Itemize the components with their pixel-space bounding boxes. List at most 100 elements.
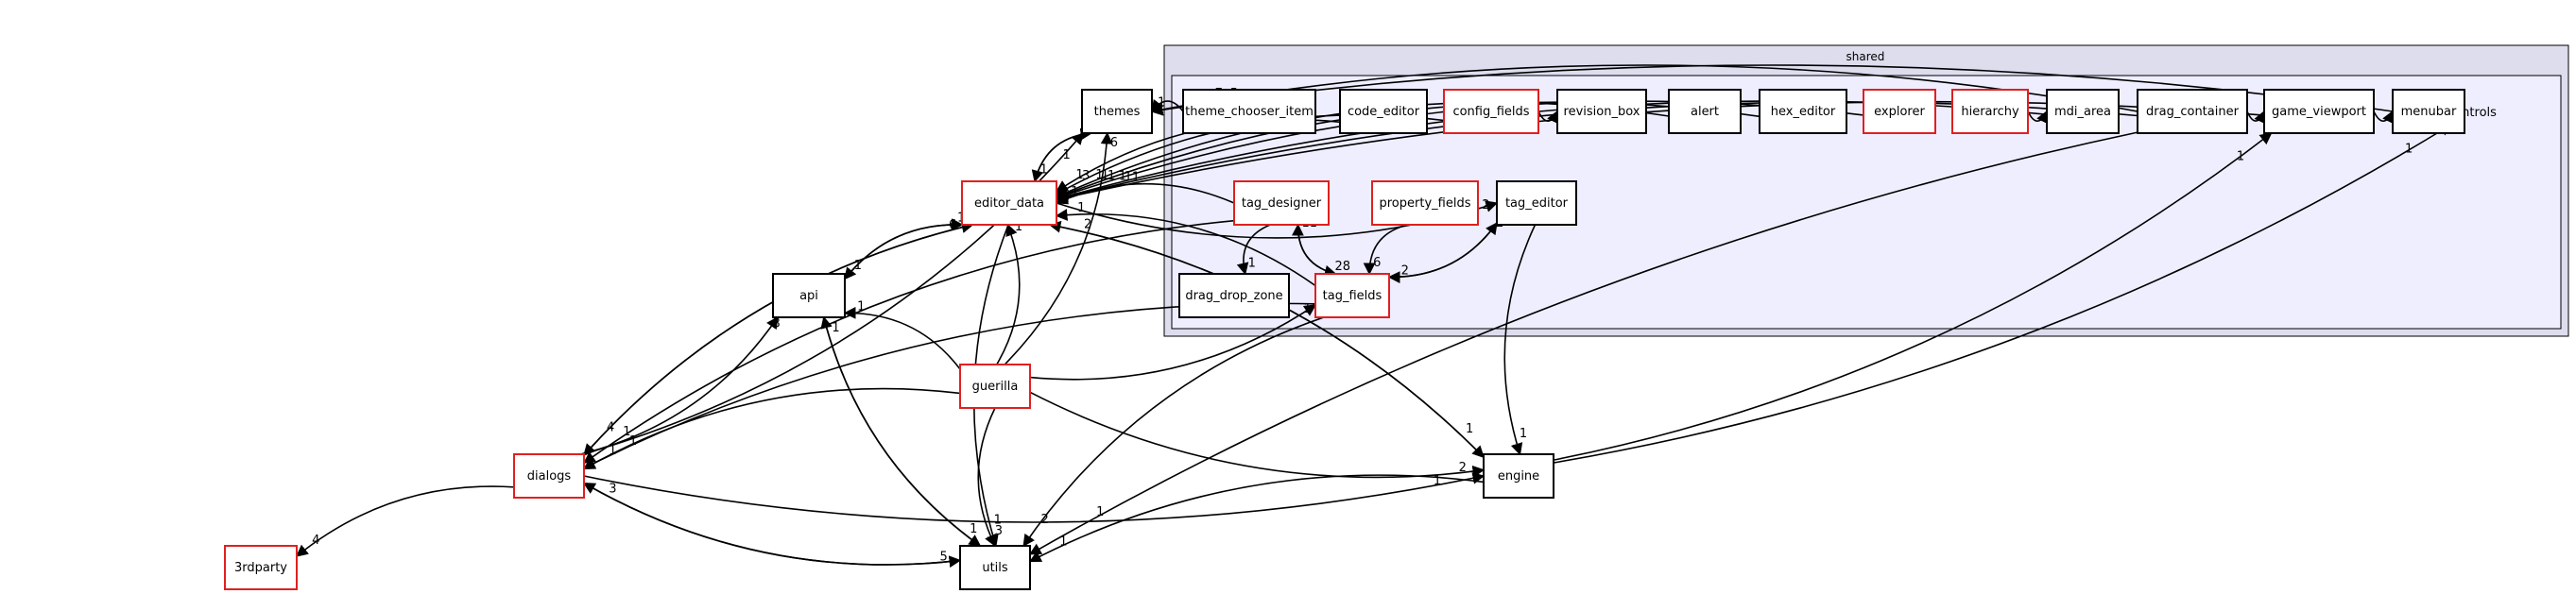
edge-label-drag_container-to-utils: 1: [1096, 505, 1104, 519]
cluster-shared-title: shared: [1846, 50, 1885, 63]
edge-label-drag_container-to-editor_data: 1: [1125, 170, 1132, 184]
node-alert-label: alert: [1691, 105, 1719, 119]
node-hex-editor-label: hex_editor: [1771, 105, 1836, 119]
node-hex-editor[interactable]: hex_editor: [1759, 89, 1847, 134]
edge-label-tag_fields-to-utils: 2: [1040, 513, 1048, 527]
node-drag-drop-zone-box: [1178, 273, 1290, 318]
node-game-viewport-box: [2263, 89, 2375, 134]
edge-label-editor_data-to-api: 1: [854, 259, 862, 273]
node-3rdparty-label: 3rdparty: [234, 561, 287, 575]
edge-tag_designer-to-drag_drop_zone: [1236, 224, 1271, 276]
edge-engine-to-utils: [1028, 474, 1485, 563]
edge-label-tag_fields-to-editor_data: 1: [1077, 201, 1085, 215]
node-mdi-area-label: mdi_area: [2054, 105, 2111, 119]
edge-label-editor_data-to-dialogs: 4: [607, 421, 614, 435]
node-3rdparty-box: [224, 545, 298, 590]
node-themes[interactable]: themes: [1081, 89, 1153, 134]
node-code-editor[interactable]: code_editor: [1339, 89, 1428, 134]
node-alert-box: [1668, 89, 1742, 134]
node-engine-label: engine: [1498, 469, 1539, 484]
node-drag-drop-zone-label: drag_drop_zone: [1185, 289, 1282, 303]
node-dialogs-label: dialogs: [527, 469, 572, 484]
node-api-label: api: [799, 289, 818, 303]
edge-label-alert-to-editor_data: 1: [1095, 168, 1103, 182]
edge-label-dialogs-to-editor_data: 6: [949, 218, 956, 232]
edge-dialogs-to-3rdparty: [296, 485, 515, 557]
node-theme-chooser-item-box: [1182, 89, 1316, 134]
node-config-fields[interactable]: config_fields: [1443, 89, 1539, 134]
edge-label-themes-to-editor_data: 1: [1039, 162, 1047, 177]
edge-guerilla-to-utils: [977, 407, 996, 548]
node-mdi-area[interactable]: mdi_area: [2046, 89, 2120, 134]
node-config-fields-box: [1443, 89, 1539, 134]
node-hierarchy[interactable]: hierarchy: [1951, 89, 2029, 134]
node-editor-data-box: [961, 180, 1057, 226]
node-utils-label: utils: [982, 561, 1008, 575]
edge-label-code_editor-to-editor_data: 1: [1075, 168, 1083, 182]
node-property-fields-label: property_fields: [1380, 196, 1471, 211]
edge-label-utils-to-dialogs: 3: [609, 482, 616, 496]
edge-utils-to-dialogs: [582, 482, 961, 566]
node-mdi-area-box: [2046, 89, 2120, 134]
node-dialogs-box: [513, 453, 585, 499]
node-guerilla-box: [959, 364, 1031, 409]
node-drag-container[interactable]: drag_container: [2137, 89, 2248, 134]
edge-tag_fields-to-tag_designer: [1292, 223, 1336, 275]
edge-tag_fields-to-utils: [1022, 316, 1325, 548]
node-api[interactable]: api: [772, 273, 846, 318]
node-tag-designer[interactable]: tag_designer: [1233, 180, 1330, 226]
node-editor-data[interactable]: editor_data: [961, 180, 1057, 226]
node-drag-drop-zone[interactable]: drag_drop_zone: [1178, 273, 1290, 318]
edge-label-engine-to-editor_data: 2: [1084, 217, 1091, 231]
edge-label-tag_designer-to-editor_data: 1: [1071, 185, 1078, 199]
node-menubar-label: menubar: [2401, 105, 2457, 119]
edge-engine-to-controls: [1553, 124, 2452, 464]
node-theme-chooser-item[interactable]: theme_chooser_item: [1182, 89, 1316, 134]
node-explorer-box: [1863, 89, 1936, 134]
node-tag-fields[interactable]: tag_fields: [1314, 273, 1390, 318]
node-tag-editor[interactable]: tag_editor: [1496, 180, 1577, 226]
edge-label-guerilla-to-themes: 6: [1110, 136, 1118, 150]
node-config-fields-label: config_fields: [1452, 105, 1529, 119]
edge-label-engine-to-game_viewport: 1: [2237, 149, 2244, 163]
edge-label-hex_editor-to-editor_data: 1: [1101, 168, 1108, 182]
edge-label-engine-to-controls: 1: [2405, 142, 2413, 156]
edge-game_viewport-to-menubar: [2373, 110, 2394, 125]
edge-label-guerilla-to-utils: 3: [995, 524, 1003, 538]
edge-label-tag_editor-to-engine: 1: [1520, 427, 1527, 441]
node-explorer-label: explorer: [1874, 105, 1925, 119]
node-theme-chooser-item-label: theme_chooser_item: [1185, 105, 1314, 119]
node-engine-box: [1483, 453, 1554, 499]
node-utils-box: [959, 545, 1031, 590]
node-alert[interactable]: alert: [1668, 89, 1742, 134]
node-menubar[interactable]: menubar: [2392, 89, 2465, 134]
node-revision-box[interactable]: revision_box: [1556, 89, 1647, 134]
node-guerilla[interactable]: guerilla: [959, 364, 1031, 409]
node-tag-designer-box: [1233, 180, 1330, 226]
edge-api-to-editor_data: [844, 218, 964, 280]
edge-label-config_fields-to-editor_data: 3: [1082, 169, 1090, 183]
node-explorer[interactable]: explorer: [1863, 89, 1936, 134]
node-layer: themes theme_chooser_item code_editor co…: [224, 89, 2465, 590]
edge-utils-to-api: [820, 315, 981, 547]
node-game-viewport[interactable]: game_viewport: [2263, 89, 2375, 134]
edge-label-layer: 1121174643531111312112811161212121111131…: [312, 87, 2433, 564]
edge-tag_editor-to-engine: [1503, 224, 1537, 456]
edge-label-guerilla-to-api: 1: [857, 299, 865, 314]
node-utils[interactable]: utils: [959, 545, 1031, 590]
node-game-viewport-label: game_viewport: [2272, 105, 2366, 119]
edge-guerilla-to-tag_fields: [1029, 304, 1317, 381]
node-code-editor-label: code_editor: [1348, 105, 1420, 119]
node-property-fields[interactable]: property_fields: [1371, 180, 1479, 226]
node-tag-editor-box: [1496, 180, 1577, 226]
node-themes-box: [1081, 89, 1153, 134]
node-hierarchy-box: [1951, 89, 2029, 134]
edge-label-tag_designer-to-tag_fields: 28: [1335, 260, 1351, 274]
node-engine[interactable]: engine: [1483, 453, 1554, 499]
node-dialogs[interactable]: dialogs: [513, 453, 585, 499]
node-tag-fields-label: tag_fields: [1323, 289, 1382, 303]
node-3rdparty[interactable]: 3rdparty: [224, 545, 298, 590]
edge-label-dialogs-to-3rdparty: 4: [312, 534, 319, 548]
edge-editor_data-to-dialogs: [583, 224, 973, 456]
edge-label-explorer-to-editor_data: 1: [1108, 169, 1115, 183]
